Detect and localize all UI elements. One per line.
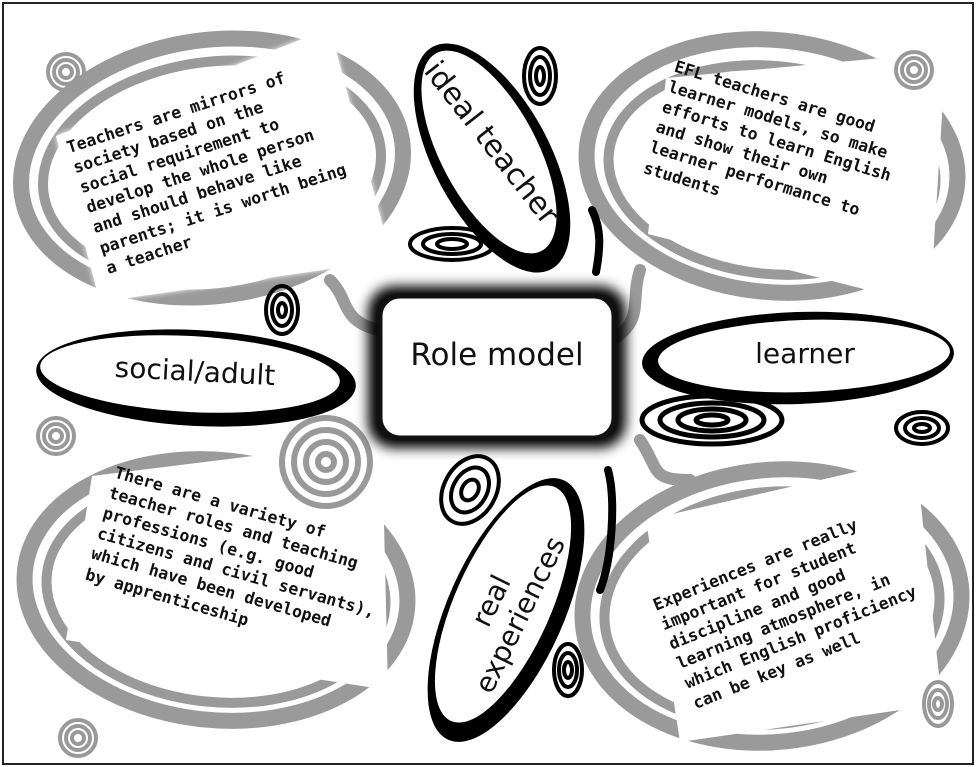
ellipse-ideal-teacher xyxy=(413,43,604,276)
bubble-top-left xyxy=(13,28,411,336)
ellipse-social-adult xyxy=(36,329,356,427)
center-box xyxy=(368,286,626,448)
ellipse-learner xyxy=(642,311,954,405)
center-label: Role model xyxy=(410,337,584,373)
bubble-top-right xyxy=(578,31,966,346)
ellipse-real-experiences xyxy=(427,466,617,742)
bubble-bottom-right xyxy=(574,434,970,751)
spiral-decorations xyxy=(36,46,954,758)
category-learner: learner xyxy=(755,337,855,370)
